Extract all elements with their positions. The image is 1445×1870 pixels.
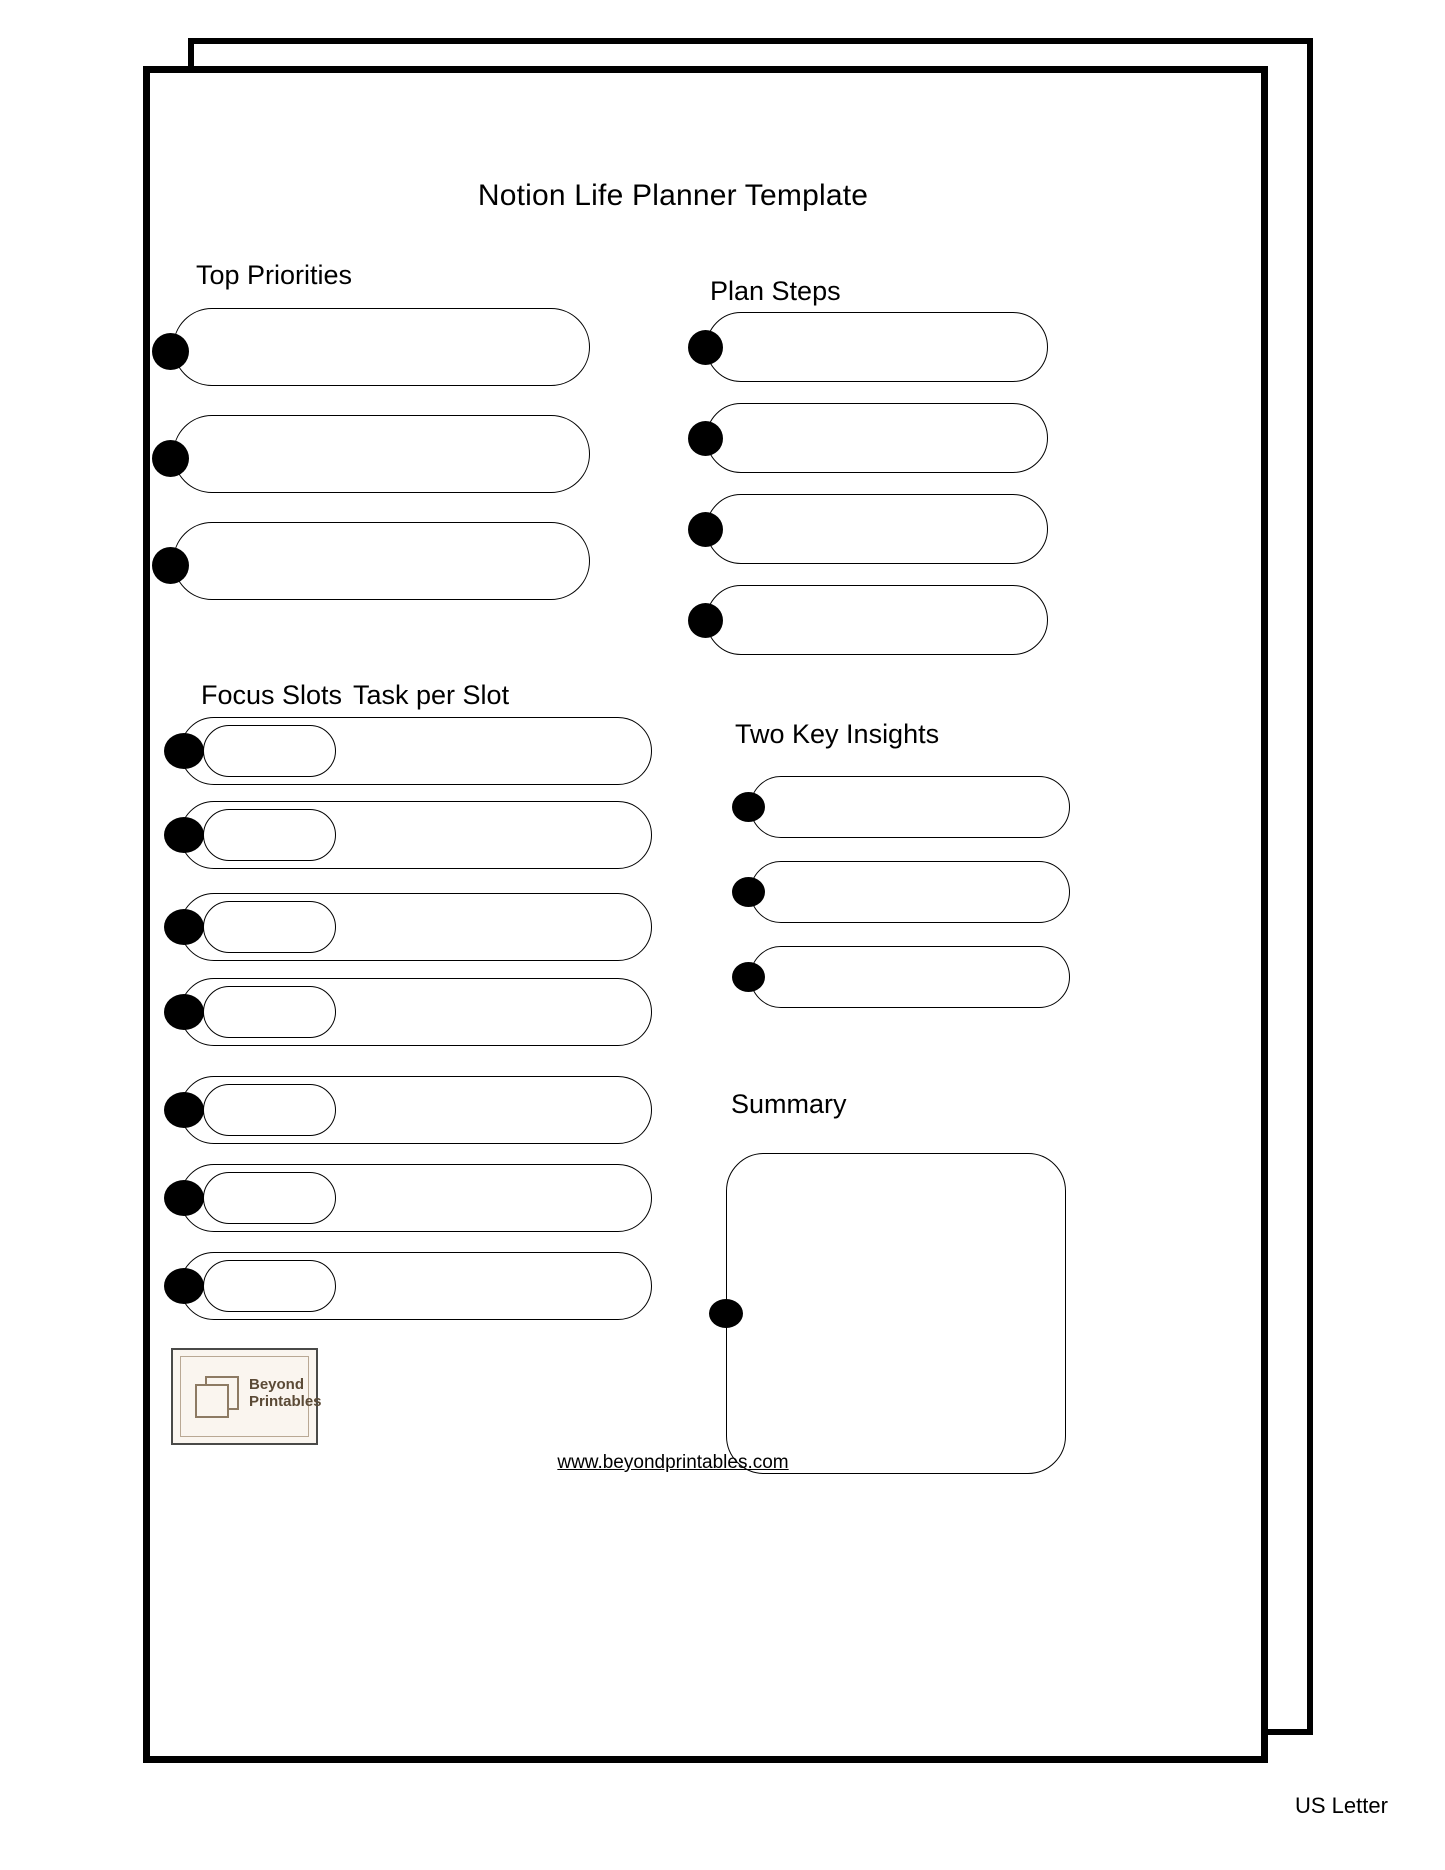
focus-slot-time-field[interactable] xyxy=(203,901,336,953)
key-insight-row[interactable] xyxy=(750,776,1070,838)
summary-field[interactable] xyxy=(726,1153,1066,1474)
top-priority-bullet-icon xyxy=(152,440,189,477)
plan-step-row[interactable] xyxy=(706,585,1048,655)
top-priority-row[interactable] xyxy=(173,522,590,600)
focus-slot-time-field[interactable] xyxy=(203,809,336,861)
focus-slot-bullet-icon xyxy=(164,994,204,1030)
plan-step-row[interactable] xyxy=(706,403,1048,473)
key-insight-row[interactable] xyxy=(750,861,1070,923)
focus-slot-bullet-icon xyxy=(164,909,204,945)
top-priority-bullet-icon xyxy=(152,547,189,584)
section-label-plan-steps: Plan Steps xyxy=(710,276,841,306)
site-url[interactable]: www.beyondprintables.com xyxy=(557,1452,789,1473)
top-priority-row[interactable] xyxy=(173,415,590,493)
focus-slot-time-field[interactable] xyxy=(203,986,336,1038)
brand-name-line-1: Beyond xyxy=(249,1376,305,1393)
focus-slot-bullet-icon xyxy=(164,1268,204,1304)
plan-step-row[interactable] xyxy=(706,312,1048,382)
section-label-top-priorities: Top Priorities xyxy=(196,260,353,290)
brand-name-line-2: Printables xyxy=(249,1393,322,1411)
brand-badge-inner-frame xyxy=(180,1356,309,1437)
page-content: Notion Life Planner Template Top Priorit… xyxy=(143,66,1268,1763)
paper-size-label: US Letter xyxy=(1295,1793,1388,1818)
focus-slot-time-field[interactable] xyxy=(203,725,336,777)
focus-slot-time-field[interactable] xyxy=(203,1084,336,1136)
summary-bullet-icon xyxy=(709,1299,743,1328)
stacked-squares-icon xyxy=(195,1376,241,1420)
focus-slot-time-field[interactable] xyxy=(203,1260,336,1312)
key-insight-row[interactable] xyxy=(750,946,1070,1008)
brand-name: Beyond Printables xyxy=(249,1376,322,1411)
plan-step-bullet-icon xyxy=(688,330,723,365)
focus-slot-bullet-icon xyxy=(164,1092,204,1128)
brand-badge: Beyond Printables xyxy=(171,1348,322,1445)
top-priority-bullet-icon xyxy=(152,333,189,370)
section-label-task-per-slot: Task per Slot xyxy=(353,680,510,710)
focus-slot-bullet-icon xyxy=(164,1180,204,1216)
section-label-summary: Summary xyxy=(731,1089,847,1119)
page-title: Notion Life Planner Template xyxy=(477,179,869,212)
section-label-focus-slots: Focus Slots xyxy=(201,680,343,710)
focus-slot-bullet-icon xyxy=(164,733,204,769)
plan-step-bullet-icon xyxy=(688,603,723,638)
focus-slot-time-field[interactable] xyxy=(203,1172,336,1224)
plan-step-row[interactable] xyxy=(706,494,1048,564)
section-label-two-key-insights: Two Key Insights xyxy=(735,719,940,749)
key-insight-bullet-icon xyxy=(732,792,765,822)
key-insight-bullet-icon xyxy=(732,877,765,907)
plan-step-bullet-icon xyxy=(688,421,723,456)
plan-step-bullet-icon xyxy=(688,512,723,547)
key-insight-bullet-icon xyxy=(732,962,765,992)
focus-slot-bullet-icon xyxy=(164,817,204,853)
top-priority-row[interactable] xyxy=(173,308,590,386)
